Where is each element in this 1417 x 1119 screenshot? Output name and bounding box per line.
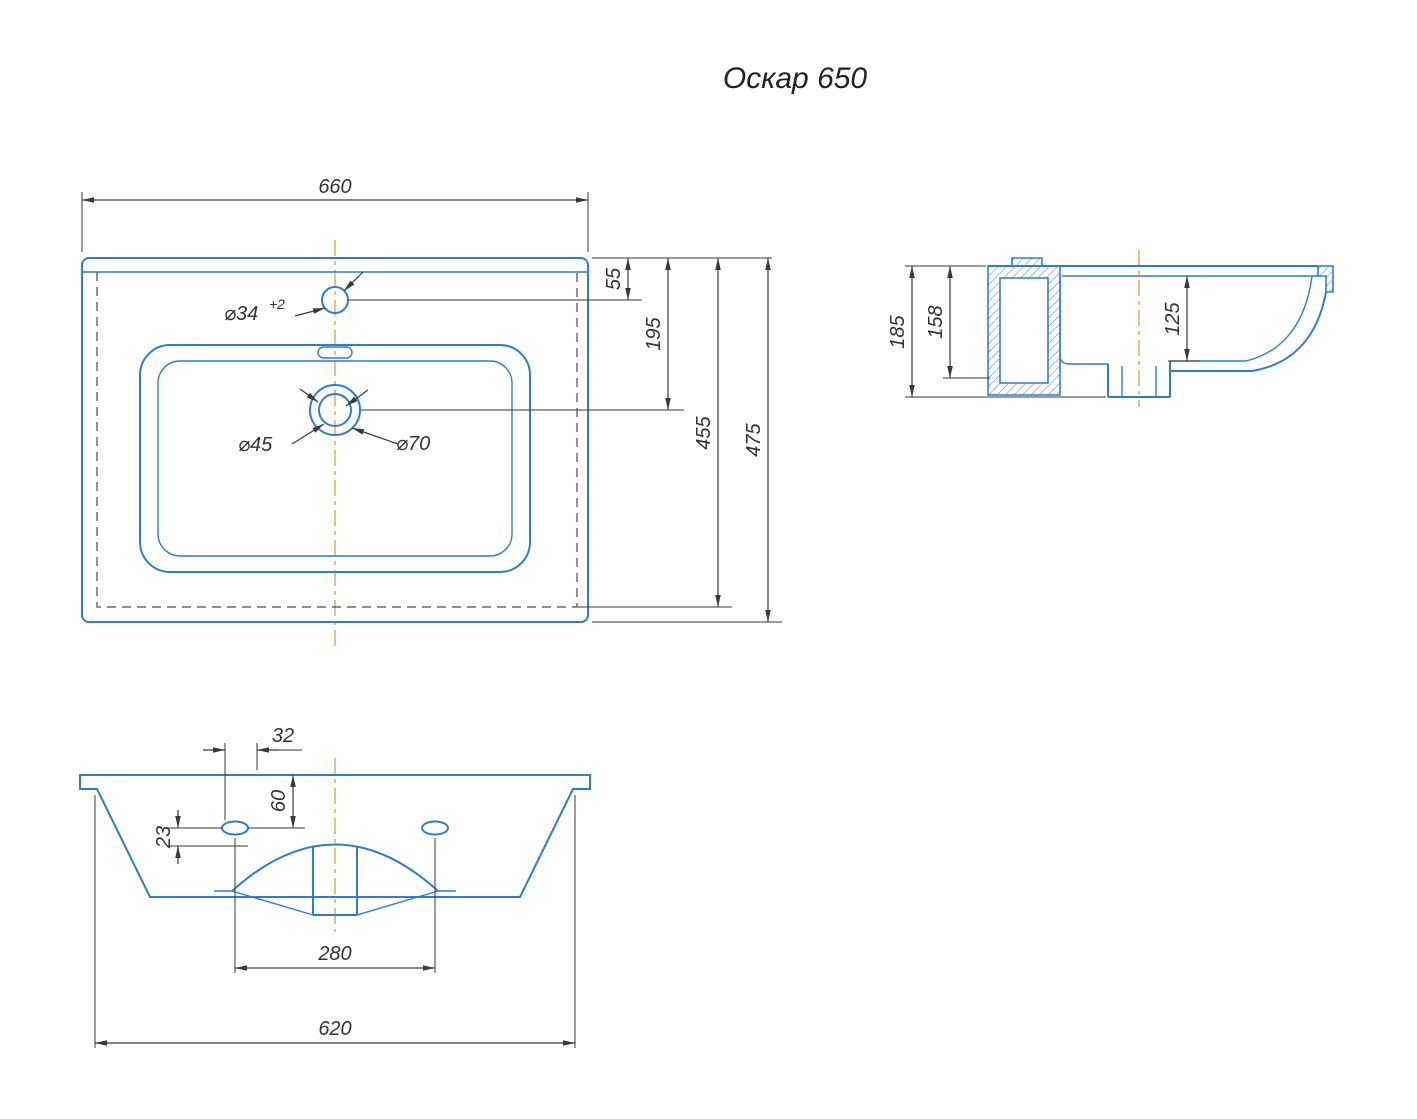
leader-line [294,307,326,317]
underside-edge [356,890,439,916]
drawing-title: Оскар 650 [723,62,868,95]
mounting-hole-left [221,820,249,836]
leader-line [291,423,325,445]
underside-edge [231,890,314,916]
side-view: 185 158 125 [887,250,1334,407]
dim-185-label: 185 [887,314,909,348]
mounting-hole-right [421,820,449,836]
drain-recess-dia-label: ⌀70 [396,433,430,455]
dim-60-label: 60 [268,790,290,812]
leader-line [345,389,369,407]
dim-475-label: 475 [743,422,765,456]
dim-280-label: 280 [317,943,351,965]
dim-158-label: 158 [925,305,947,338]
dim-195-label: 195 [643,316,665,350]
overflow-slot [317,346,353,359]
drain-dia-label: ⌀45 [238,434,273,456]
sink-outline [81,257,589,623]
back-wall-section [987,265,1061,396]
basin-arc [231,843,439,892]
front-outline [79,774,591,898]
dim-32-label: 32 [272,725,294,747]
faucet-dia-tolerance: +2 [269,296,285,312]
bowl-outer-wall [1170,291,1327,372]
leader-line [299,388,319,403]
drain-hole [318,393,352,427]
faucet-dia-label: ⌀34 [224,303,258,325]
dim-23-label: 23 [153,826,175,849]
leader-line [343,271,364,292]
dim-620-label: 620 [318,1018,351,1040]
basin-inner [157,360,513,557]
basin-outer [139,344,531,573]
bowl-inner-wall [1170,275,1313,362]
front-view: 32 60 23 280 620 [79,725,591,1048]
dim-125-label: 125 [1162,301,1184,335]
bowl-left-wall [1059,276,1108,365]
top-view: 660 55 195 455 475 ⌀34 +2 ⌀45 ⌀70 [81,176,782,648]
dim-660-label: 660 [318,176,351,198]
hidden-outline [96,272,578,608]
dim-455-label: 455 [693,415,715,449]
dim-55-label: 55 [603,267,625,290]
leader-line [351,427,399,445]
faucet-deck-section [1011,257,1043,267]
front-lip-section [1317,265,1334,293]
drain-recess [309,384,361,436]
